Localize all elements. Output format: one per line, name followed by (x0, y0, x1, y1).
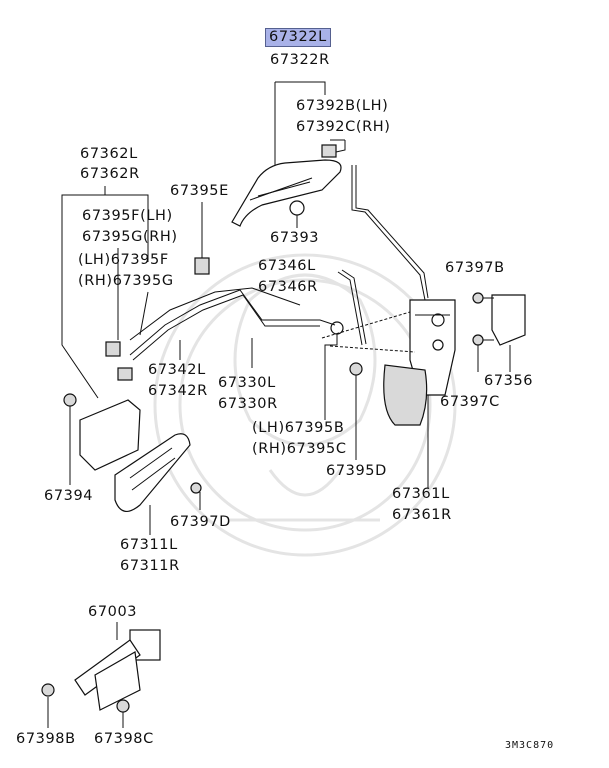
clip-67395g (117, 367, 133, 381)
striker-67356 (491, 294, 526, 346)
label-67362r[interactable]: 67362R (80, 166, 140, 182)
label-67397b[interactable]: 67397B (445, 260, 505, 276)
label-67361l[interactable]: 67361L (392, 486, 450, 502)
clip-67395e (194, 257, 210, 275)
label-67395e[interactable]: 67395E (170, 183, 229, 199)
label-67395g-rh[interactable]: 67395G(RH) (82, 229, 178, 245)
watermark-emblem (153, 253, 457, 557)
cable-67330 (129, 289, 336, 356)
label-67361r[interactable]: 67361R (392, 507, 452, 523)
label-67395f-lh[interactable]: 67395F(LH) (82, 208, 173, 224)
label-67392c[interactable]: 67392C(RH) (296, 119, 391, 135)
label-67398b[interactable]: 67398B (16, 731, 76, 747)
label-67346l[interactable]: 67346L (258, 258, 316, 274)
label-67311r[interactable]: 67311R (120, 558, 180, 574)
label-67311l[interactable]: 67311L (120, 537, 178, 553)
diagram-code: 3M3C870 (505, 740, 555, 751)
label-rh-67395c[interactable]: (RH)67395C (252, 441, 347, 457)
label-lh-67395b[interactable]: (LH)67395B (252, 420, 345, 436)
rod-67346-lower (337, 271, 363, 346)
label-67342l[interactable]: 67342L (148, 362, 206, 378)
outside-handle-67322 (231, 159, 342, 227)
bolt-67398b (41, 683, 55, 697)
bolt-67398c (116, 699, 130, 713)
label-67394[interactable]: 67394 (44, 488, 94, 504)
label-67342r[interactable]: 67342R (148, 383, 208, 399)
leader-67362 (61, 186, 106, 399)
label-67330l[interactable]: 67330L (218, 375, 276, 391)
label-lh-67395f[interactable]: (LH)67395F (78, 252, 169, 268)
label-67346r[interactable]: 67346R (258, 279, 318, 295)
label-67362l[interactable]: 67362L (80, 146, 138, 162)
label-67330r[interactable]: 67330R (218, 396, 278, 412)
clip-67395d (349, 362, 363, 376)
clip-67395f (105, 341, 121, 357)
grommet-67394 (63, 393, 77, 407)
label-rh-67395g[interactable]: (RH)67395G (78, 273, 174, 289)
bolt-67397b (472, 292, 494, 304)
label-67003[interactable]: 67003 (88, 604, 138, 620)
inside-handle-67311 (79, 399, 191, 512)
screw-67397d (190, 482, 202, 494)
rod-67342 (129, 287, 301, 341)
label-67356[interactable]: 67356 (484, 373, 534, 389)
label-67397d[interactable]: 67397D (170, 514, 231, 530)
latch-assembly-67361 (383, 299, 456, 426)
label-67398c[interactable]: 67398C (94, 731, 154, 747)
grommet-67393 (289, 200, 305, 216)
label-67322l[interactable]: 67322L (265, 28, 331, 47)
clip-67392 (321, 144, 337, 158)
label-67395d[interactable]: 67395D (326, 463, 387, 479)
label-67322r[interactable]: 67322R (270, 52, 330, 68)
label-67397c[interactable]: 67397C (440, 394, 500, 410)
bolt-67397c (472, 334, 494, 346)
door-check-67003 (74, 629, 161, 711)
label-67393[interactable]: 67393 (270, 230, 320, 246)
rod-67346-upper (351, 165, 426, 301)
label-67392b[interactable]: 67392B(LH) (296, 98, 389, 114)
